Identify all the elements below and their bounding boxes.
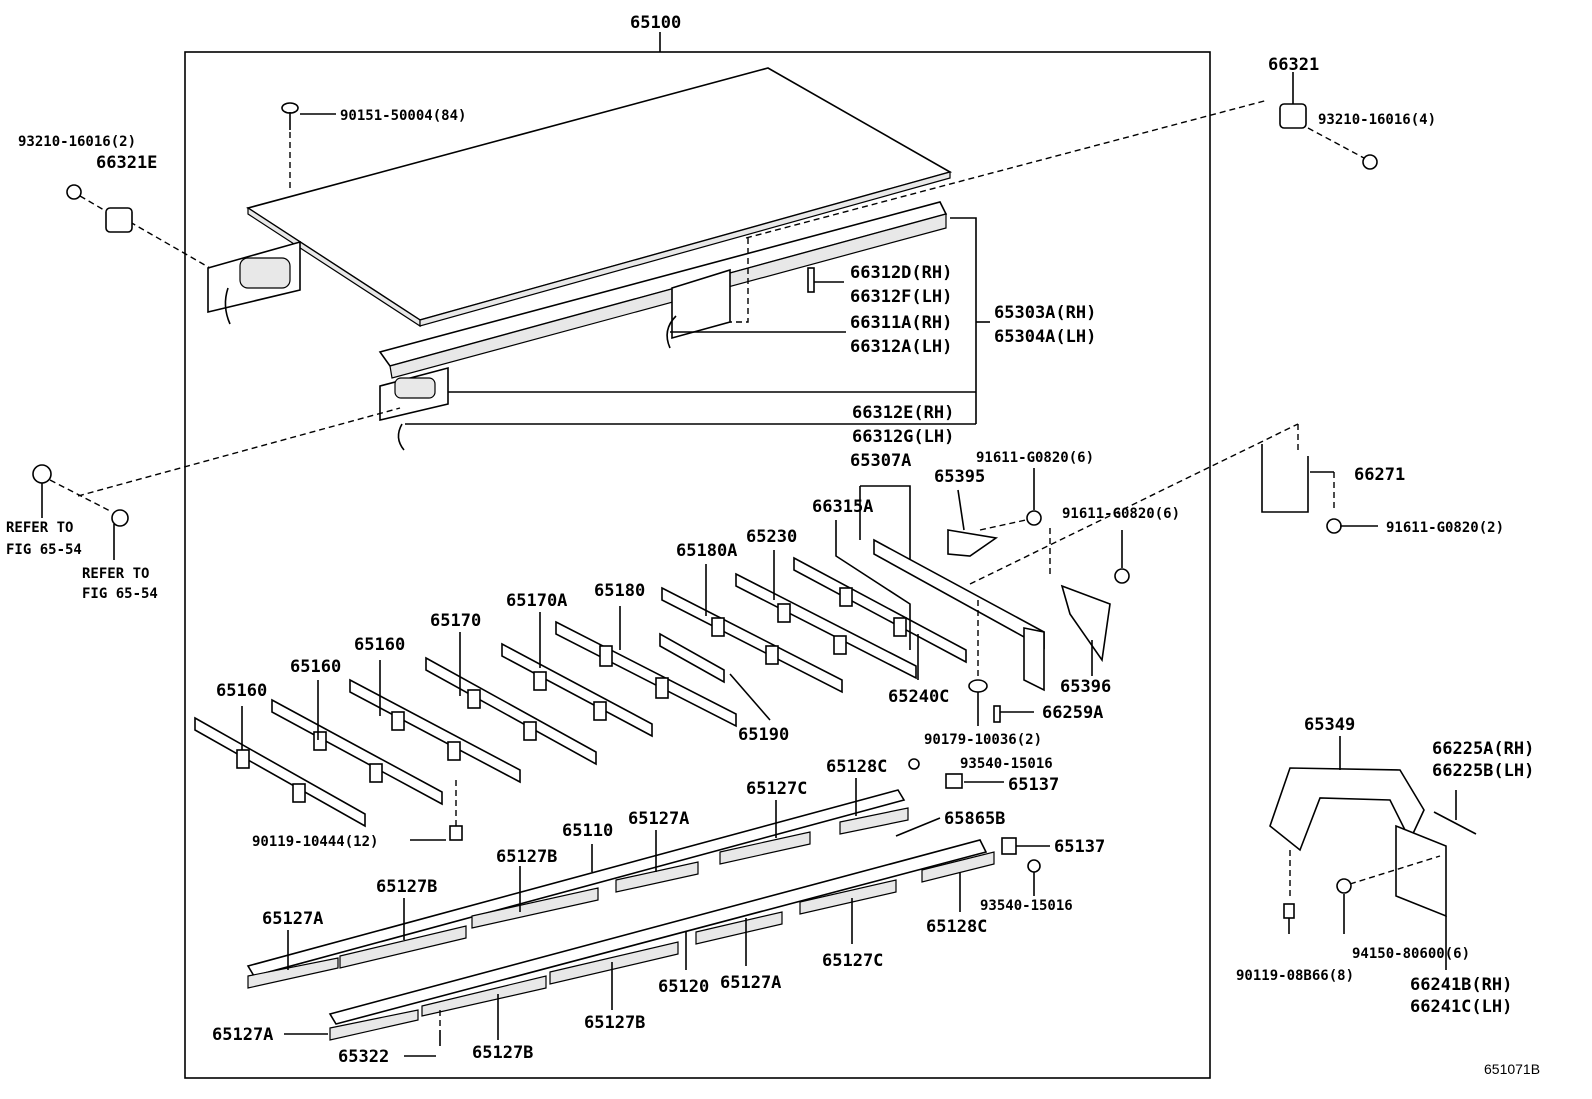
label-93540-top: 93540-15016 <box>960 756 1053 772</box>
label-65170A: 65170A <box>506 591 567 611</box>
label-65170: 65170 <box>430 611 481 631</box>
hook-icon <box>397 423 405 451</box>
label-65127C-bot: 65127C <box>822 951 883 971</box>
label-65127A-top: 65127A <box>628 809 689 829</box>
label-65127B-d: 65127B <box>472 1043 533 1063</box>
label-65127C-top: 65127C <box>746 779 807 799</box>
label-65160a: 65160 <box>354 635 405 655</box>
label-65127B-c: 65127B <box>584 1013 645 1033</box>
screw-90151-icon <box>281 102 336 190</box>
label-66312F: 66312F(LH) <box>850 287 952 307</box>
bracket-65137-icon <box>908 758 1050 896</box>
nut-66321E-icon <box>66 184 133 233</box>
label-65160c: 65160 <box>216 681 267 701</box>
label-66312D: 66312D(RH) <box>850 263 952 283</box>
nut-66321-icon <box>1279 72 1378 170</box>
label-66241B: 66241B(RH) <box>1410 975 1512 995</box>
label-65128C-mid: 65128C <box>926 917 987 937</box>
label-65304A: 65304A(LH) <box>994 327 1096 347</box>
label-refer1a: REFER TO <box>6 520 73 536</box>
label-65128C-top: 65128C <box>826 757 887 777</box>
label-66241C: 66241C(LH) <box>1410 997 1512 1017</box>
label-65865B: 65865B <box>944 809 1005 829</box>
label-65180A: 65180A <box>676 541 737 561</box>
label-66315A: 66315A <box>812 497 873 517</box>
label-65127A-bot: 65127A <box>212 1025 273 1045</box>
label-65307A: 65307A <box>850 451 911 471</box>
label-91611-6a: 91611-G0820(6) <box>976 450 1094 466</box>
label-65190: 65190 <box>738 725 789 745</box>
label-refer1b: FIG 65-54 <box>6 542 82 558</box>
long-sills <box>246 789 995 1041</box>
gusset-65396-icon <box>1060 530 1130 676</box>
label-66271: 66271 <box>1354 465 1405 485</box>
label-66321E: 66321E <box>96 153 157 173</box>
crossmembers <box>194 538 1045 828</box>
label-66312A: 66312A(LH) <box>850 337 952 357</box>
figure-reference: 651071B <box>1484 1061 1540 1077</box>
label-65127A-mid: 65127A <box>720 973 781 993</box>
label-91611-2: 91611-G0820(2) <box>1386 520 1504 536</box>
label-91611-6b: 91611-G0820(6) <box>1062 506 1180 522</box>
label-65127B-a: 65127B <box>496 847 557 867</box>
label-90179: 90179-10036(2) <box>924 732 1042 748</box>
ubolt-66271-icon <box>1261 444 1378 534</box>
label-93210-2: 93210-16016(2) <box>18 134 136 150</box>
left-bracket-icon <box>207 240 301 325</box>
label-66312G: 66312G(LH) <box>852 427 954 447</box>
callout-labels: 65100 66321 93210-16016(4) 93210-16016(2… <box>6 13 1540 1077</box>
refer-bolts-icon <box>32 464 129 560</box>
label-66225B: 66225B(LH) <box>1432 761 1534 781</box>
label-65395: 65395 <box>934 467 985 487</box>
gusset-65395-icon <box>947 468 1042 557</box>
label-66321: 66321 <box>1268 55 1319 75</box>
label-90151: 90151-50004(84) <box>340 108 466 124</box>
assembly-frame <box>184 51 1211 1079</box>
label-93210-4: 93210-16016(4) <box>1318 112 1436 128</box>
label-65322: 65322 <box>338 1047 389 1067</box>
label-65127B-b: 65127B <box>376 877 437 897</box>
label-65127A-left: 65127A <box>262 909 323 929</box>
label-90119-08B66: 90119-08B66(8) <box>1236 968 1354 984</box>
label-66225A: 66225A(RH) <box>1432 739 1534 759</box>
label-65160b: 65160 <box>290 657 341 677</box>
label-65110: 65110 <box>562 821 613 841</box>
stopper-65240C-icon <box>968 679 1034 726</box>
label-65120: 65120 <box>658 977 709 997</box>
label-refer2b: FIG 65-54 <box>82 586 158 602</box>
label-93540-mid: 93540-15016 <box>980 898 1073 914</box>
label-65137-top: 65137 <box>1008 775 1059 795</box>
assembly-number: 65100 <box>630 13 681 33</box>
label-66259A: 66259A <box>1042 703 1103 723</box>
label-65396: 65396 <box>1060 677 1111 697</box>
bolt-90119-10444-icon <box>410 780 463 841</box>
label-94150: 94150-80600(6) <box>1352 946 1470 962</box>
label-90119-10444: 90119-10444(12) <box>252 834 378 850</box>
label-65180: 65180 <box>594 581 645 601</box>
label-65240C: 65240C <box>888 687 949 707</box>
label-66311A: 66311A(RH) <box>850 313 952 333</box>
platform-deck <box>246 67 953 328</box>
label-refer2a: REFER TO <box>82 566 149 582</box>
mudflap-66241-icon <box>1336 790 1477 970</box>
label-65137-mid: 65137 <box>1054 837 1105 857</box>
label-66312E: 66312E(RH) <box>852 403 954 423</box>
label-65303A: 65303A(RH) <box>994 303 1096 323</box>
label-65230: 65230 <box>746 527 797 547</box>
side-rail-icon <box>378 201 948 422</box>
label-65349: 65349 <box>1304 715 1355 735</box>
